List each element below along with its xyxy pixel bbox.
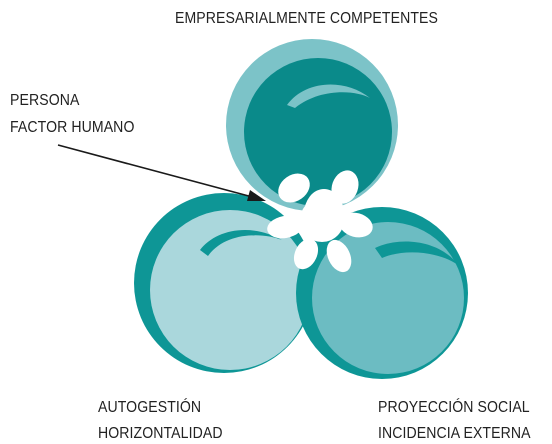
pointer-arrow: [57, 144, 266, 201]
bottom-left-label-line2: HORIZONTALIDAD: [98, 425, 223, 442]
bottom-right-label-line2: INCIDENCIA EXTERNA: [378, 425, 531, 442]
center-label-line1: PERSONA: [10, 92, 80, 109]
bottom-left-circle: [134, 193, 314, 373]
top-circle: [226, 39, 398, 211]
top-circle-label: EMPRESARIALMENTE COMPETENTES: [175, 10, 438, 27]
bottom-right-label-line1: PROYECCIÓN SOCIAL: [378, 399, 530, 416]
center-label-line2: FACTOR HUMANO: [10, 119, 135, 136]
bottom-left-label-line1: AUTOGESTIÓN: [98, 399, 202, 416]
flower-icon: [267, 170, 373, 273]
